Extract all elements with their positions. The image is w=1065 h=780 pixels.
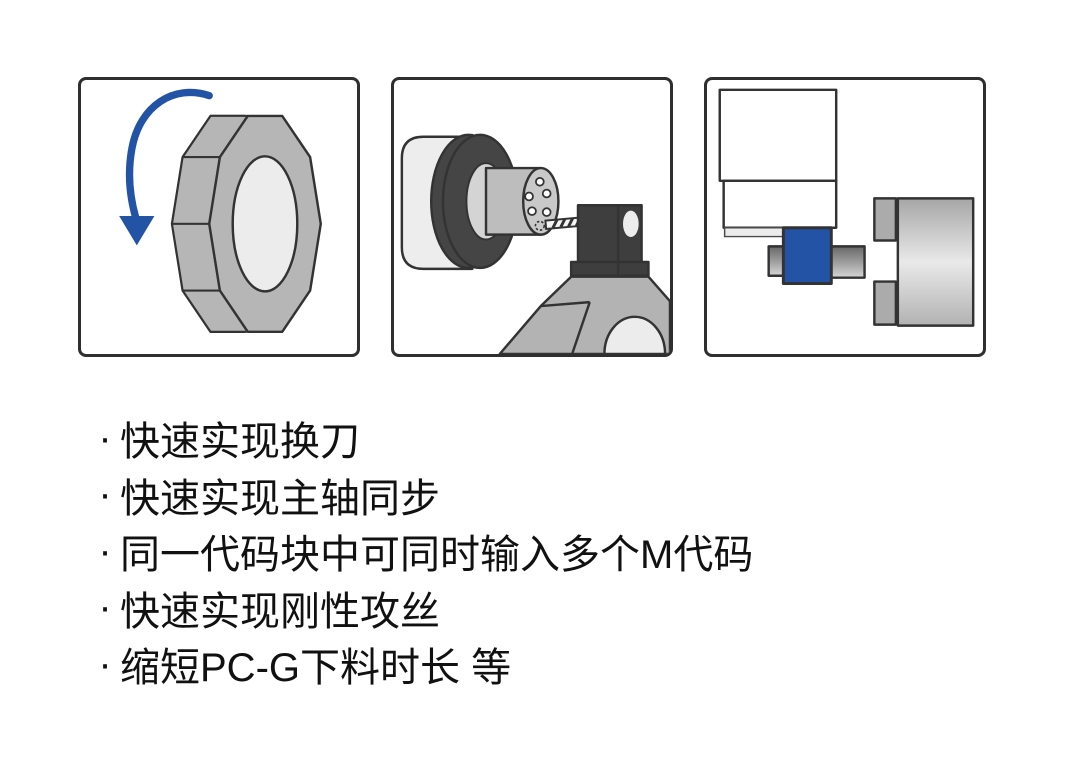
tool-holder-block [576, 204, 620, 264]
spindle-face [521, 166, 560, 236]
tool-holder-hole [623, 210, 639, 238]
spindle-head-lower [722, 179, 838, 229]
feature-text: 快速实现主轴同步 [120, 476, 440, 521]
rotation-arrowhead-icon [119, 216, 155, 246]
spindle-drilling-icon [400, 133, 670, 354]
workpiece-chuck-transfer-icon [718, 88, 975, 327]
tool-turret-rotation-icon [119, 88, 322, 334]
feature-text: 缩短PC-G下料时长 等 [120, 646, 512, 691]
workpiece-block [781, 226, 833, 286]
spindle-hole-dashed [534, 220, 546, 231]
feature-item-1: · 快速实现换刀 [92, 410, 753, 467]
bullet-marker: · [98, 585, 112, 630]
feature-text: 快速实现换刀 [120, 420, 360, 465]
panel-spindle-drilling [391, 77, 673, 357]
spindle-hole [535, 176, 545, 187]
panel-workpiece-transfer [704, 77, 986, 357]
panel-tool-turret [78, 77, 360, 357]
tool-holder-collar [569, 260, 650, 277]
feature-item-4: · 快速实现刚性攻丝 [92, 580, 753, 637]
illustration-row [78, 77, 986, 357]
spindle-hole [524, 191, 534, 202]
chuck-jaw-top [873, 197, 898, 242]
spindle-head-strip [723, 227, 785, 238]
bullet-marker: · [98, 528, 112, 573]
bullet-marker: · [98, 472, 112, 517]
turret-arch [603, 315, 667, 354]
feature-item-2: · 快速实现主轴同步 [92, 467, 753, 524]
bullet-marker: · [98, 641, 112, 686]
spindle-hole [541, 207, 552, 217]
feature-item-3: · 同一代码块中可同时输入多个M代码 [92, 523, 753, 580]
spindle-hole [527, 206, 537, 216]
feature-item-5: · 缩短PC-G下料时长 等 [92, 636, 753, 693]
bullet-marker: · [98, 415, 112, 460]
feature-text: 同一代码块中可同时输入多个M代码 [120, 533, 754, 578]
turret-wheel-bore [231, 155, 299, 293]
feature-list: · 快速实现换刀 · 快速实现主轴同步 · 同一代码块中可同时输入多个M代码 ·… [92, 410, 753, 693]
workpiece-shaft-right [830, 245, 866, 279]
spindle-hole [541, 188, 552, 199]
chuck-jaw-bottom [873, 280, 898, 326]
rotation-arrow-icon [125, 88, 213, 222]
feature-text: 快速实现刚性攻丝 [120, 589, 440, 634]
chuck-body [896, 197, 975, 327]
spindle-head-upper [718, 88, 838, 183]
